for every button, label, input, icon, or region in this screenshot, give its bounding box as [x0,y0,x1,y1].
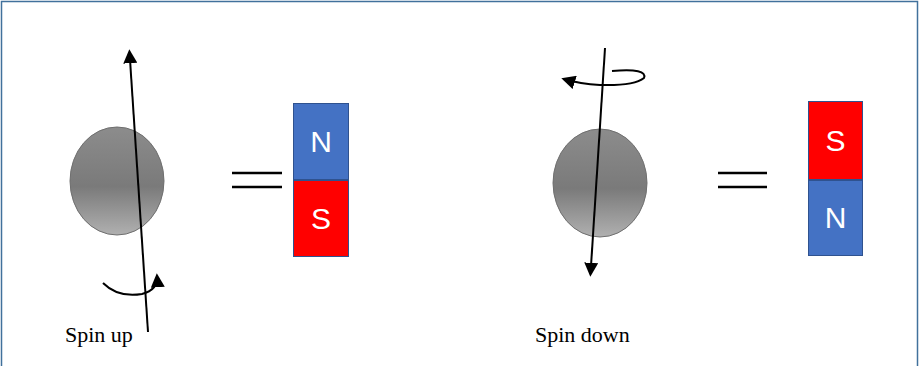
pole-letter: N [825,203,847,233]
spin-label: Spin up [65,322,133,348]
pole-letter: S [825,126,845,156]
magnet-pole: N [808,180,863,256]
equals-sign [232,186,282,189]
rotation-arrow [564,70,644,85]
equals-sign [718,172,767,175]
pole-letter: S [311,204,331,234]
particle [70,127,164,235]
magnet-pole: S [808,101,863,180]
particle [553,129,647,237]
equals-sign [232,172,282,175]
equals-sign [718,186,767,189]
spin-label: Spin down [535,322,630,348]
spin-axis [591,48,606,274]
magnet-pole: S [293,180,349,257]
spin-axis [130,52,149,332]
magnet-pole: N [293,103,349,180]
rotation-arrow [103,276,157,295]
pole-letter: N [310,127,332,157]
